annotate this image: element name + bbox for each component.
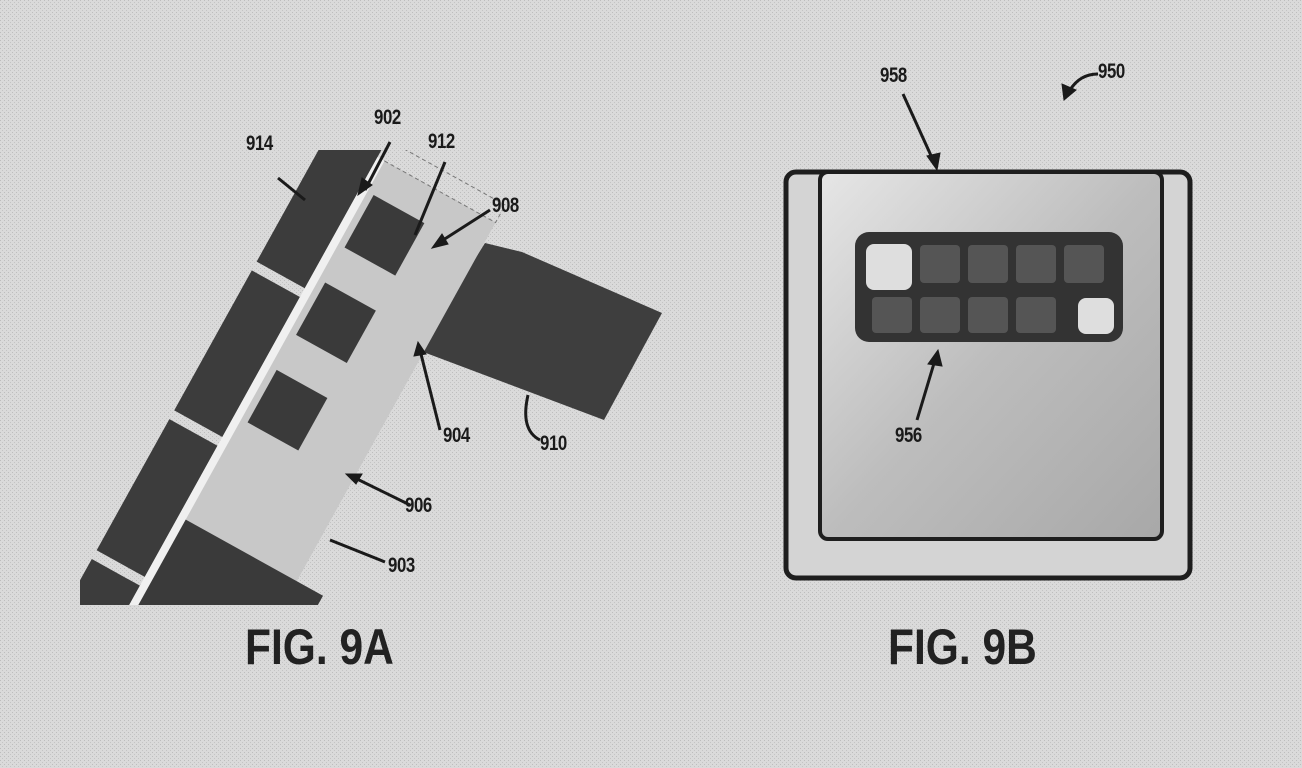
label-908: 908 [492,194,519,217]
indicator [866,244,912,290]
label-903: 903 [388,554,415,577]
chip [296,282,376,364]
figure-9a-title: FIG. 9A [245,619,394,675]
chip-912 [344,194,425,276]
chip [247,369,328,451]
block [80,559,140,605]
label-904: 904 [443,424,470,447]
component-903 [80,518,324,605]
label-906: 906 [405,494,432,517]
label-910: 910 [540,432,567,455]
label-956: 956 [895,424,922,447]
block-914 [256,150,388,289]
figure-9b-device [783,169,1193,581]
figure-9a-device [80,150,662,605]
label-958: 958 [880,64,907,87]
figure-9b-title: FIG. 9B [888,619,1037,675]
label-914: 914 [246,132,273,155]
component-910 [418,243,662,420]
label-950: 950 [1098,60,1125,83]
label-902: 902 [374,106,401,129]
block [96,419,218,577]
indicator [1078,298,1114,334]
label-912: 912 [428,130,455,153]
block [174,270,300,437]
panel-958 [818,170,1164,541]
leader-lines-9b [901,72,1099,421]
leader-lines-9a [277,141,541,564]
